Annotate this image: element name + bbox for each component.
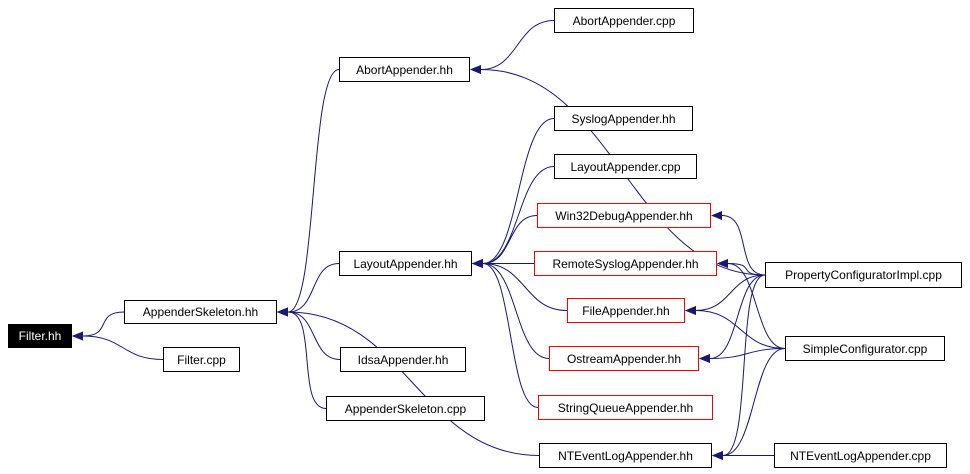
node-win32-debug-appender-hh[interactable]: Win32DebugAppender.hh	[537, 203, 711, 228]
arrowhead	[72, 331, 83, 341]
node-remote-syslog-appender-hh[interactable]: RemoteSyslogAppender.hh	[534, 251, 717, 276]
arrowhead	[685, 306, 696, 315]
node-layout-appender-hh[interactable]: LayoutAppender.hh	[339, 251, 472, 276]
edge-nt_event_log_appender_cpp-to-nt_event_log_appender_hh	[712, 451, 775, 460]
arrowhead	[711, 211, 722, 220]
arrowhead	[472, 259, 483, 268]
edge-syslog_appender_hh-to-layout_appender_hh	[472, 118, 555, 268]
node-syslog-appender-hh[interactable]: SyslogAppender.hh	[554, 106, 693, 131]
edge-nt_event_log_appender_hh-to-appender_skeleton_hh	[277, 307, 540, 456]
edge-simple_configurator_cpp-to-file_appender_hh	[685, 306, 786, 349]
edge-abort_appender_cpp-to-abort_appender_hh	[470, 20, 555, 74]
node-nt-event-log-appender-cpp[interactable]: NTEventLogAppender.cpp	[774, 443, 947, 468]
arrowhead	[277, 307, 288, 317]
edge-simple_configurator_cpp-to-remote_syslog_appender_hh	[717, 259, 786, 349]
edge-string_queue_appender_hh-to-layout_appender_hh	[472, 259, 539, 408]
node-simple-configurator-cpp[interactable]: SimpleConfigurator.cpp	[785, 336, 945, 361]
node-appender-skeleton-hh[interactable]: AppenderSkeleton.hh	[124, 300, 277, 324]
node-filter-cpp[interactable]: Filter.cpp	[163, 347, 240, 372]
node-abort-appender-cpp[interactable]: AbortAppender.cpp	[554, 8, 694, 33]
edge-property_configurator_impl_cpp-to-ostream_appender_hh	[699, 274, 766, 363]
node-file-appender-hh[interactable]: FileAppender.hh	[567, 298, 685, 323]
node-string-queue-appender-hh[interactable]: StringQueueAppender.hh	[538, 395, 713, 420]
arrowhead	[699, 354, 710, 363]
arrowhead	[712, 451, 723, 460]
edge-filter_cpp-to-filter_hh	[72, 331, 164, 360]
arrowhead	[470, 65, 481, 74]
edge-property_configurator_impl_cpp-to-win32_debug_appender_hh	[711, 211, 766, 276]
node-property-configurator-impl-cpp[interactable]: PropertyConfiguratorImpl.cpp	[765, 262, 962, 288]
node-nt-event-log-appender-hh[interactable]: NTEventLogAppender.hh	[539, 443, 712, 468]
node-abort-appender-hh[interactable]: AbortAppender.hh	[339, 57, 470, 82]
node-appender-skeleton-cpp[interactable]: AppenderSkeleton.cpp	[326, 396, 485, 421]
edge-appender_skeleton_cpp-to-appender_skeleton_hh	[277, 307, 327, 409]
node-layout-appender-cpp[interactable]: LayoutAppender.cpp	[554, 154, 697, 179]
node-ostream-appender-hh[interactable]: OstreamAppender.hh	[549, 346, 699, 371]
edge-simple_configurator_cpp-to-ostream_appender_hh	[699, 348, 786, 363]
node-filter-hh[interactable]: Filter.hh	[8, 324, 72, 348]
arrowhead	[717, 259, 728, 268]
node-idsa-appender-hh[interactable]: IdsaAppender.hh	[340, 347, 466, 372]
edge-abort_appender_hh-to-appender_skeleton_hh	[277, 69, 340, 317]
